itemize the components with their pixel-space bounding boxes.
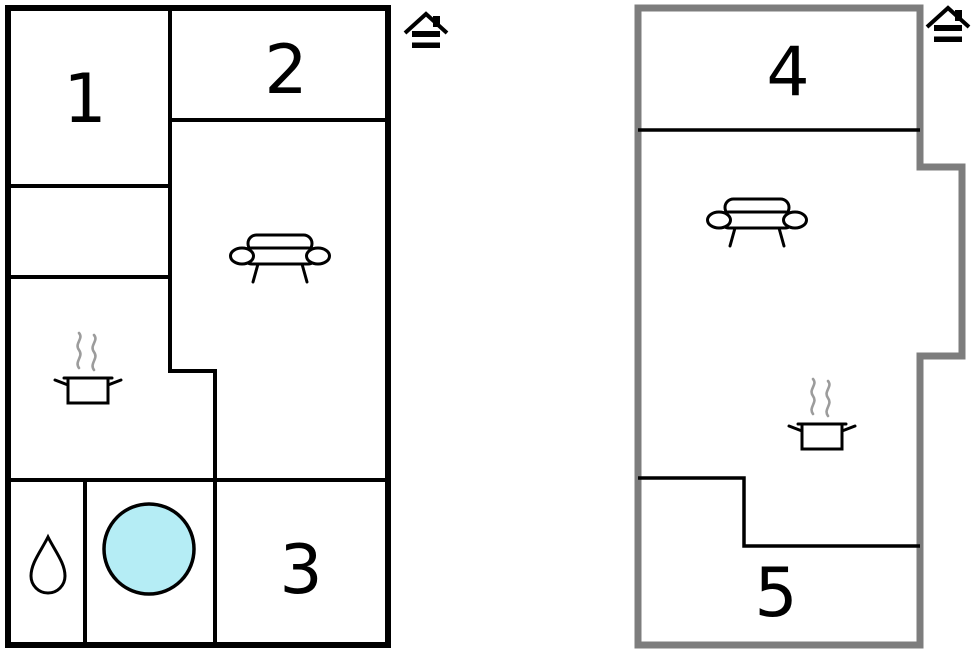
house-body-stripe [412, 37, 440, 43]
pot-handles [787, 424, 857, 433]
unit-right-inner-walls [638, 128, 920, 548]
house-body-stripe [934, 31, 962, 37]
room-label-5: 5 [754, 554, 797, 633]
steam-line [76, 331, 82, 370]
room-label-2: 2 [264, 31, 307, 110]
stove-pot-icon [787, 377, 857, 451]
house-roof [403, 11, 449, 35]
room-label-3: 3 [279, 531, 322, 610]
steam-line [810, 377, 816, 416]
sofa-legs [728, 226, 786, 248]
sofa-legs [251, 262, 309, 284]
room-label-4: 4 [766, 33, 809, 112]
sofa-armrest-right [305, 246, 331, 266]
house-marker-icon [925, 5, 971, 42]
room-label-1: 1 [63, 60, 106, 139]
water-drop-icon [29, 533, 67, 595]
steam-line [825, 379, 831, 418]
sofa-icon [706, 197, 808, 248]
sofa-armrest-left [229, 246, 255, 266]
unit-left: 1 2 3 [5, 5, 449, 648]
unit-right: 4 5 [634, 4, 971, 649]
house-roof [925, 5, 971, 29]
pot-handles [53, 378, 123, 387]
unit-left-outer-wall [5, 5, 391, 648]
water-drop-shape [29, 533, 67, 595]
unit-right-outer-wall [634, 4, 966, 649]
sofa-icon [229, 233, 331, 284]
stove-pot-icon [53, 331, 123, 405]
house-marker-icon [403, 11, 449, 48]
unit-left-walls [5, 5, 391, 648]
steam-line [91, 333, 97, 372]
pot-body [800, 422, 844, 451]
unit-left-inner-walls [8, 8, 388, 645]
hot-tub-icon [102, 502, 196, 596]
sofa-armrest-left [706, 210, 732, 230]
sofa-armrest-right [782, 210, 808, 230]
pot-body [66, 376, 110, 405]
